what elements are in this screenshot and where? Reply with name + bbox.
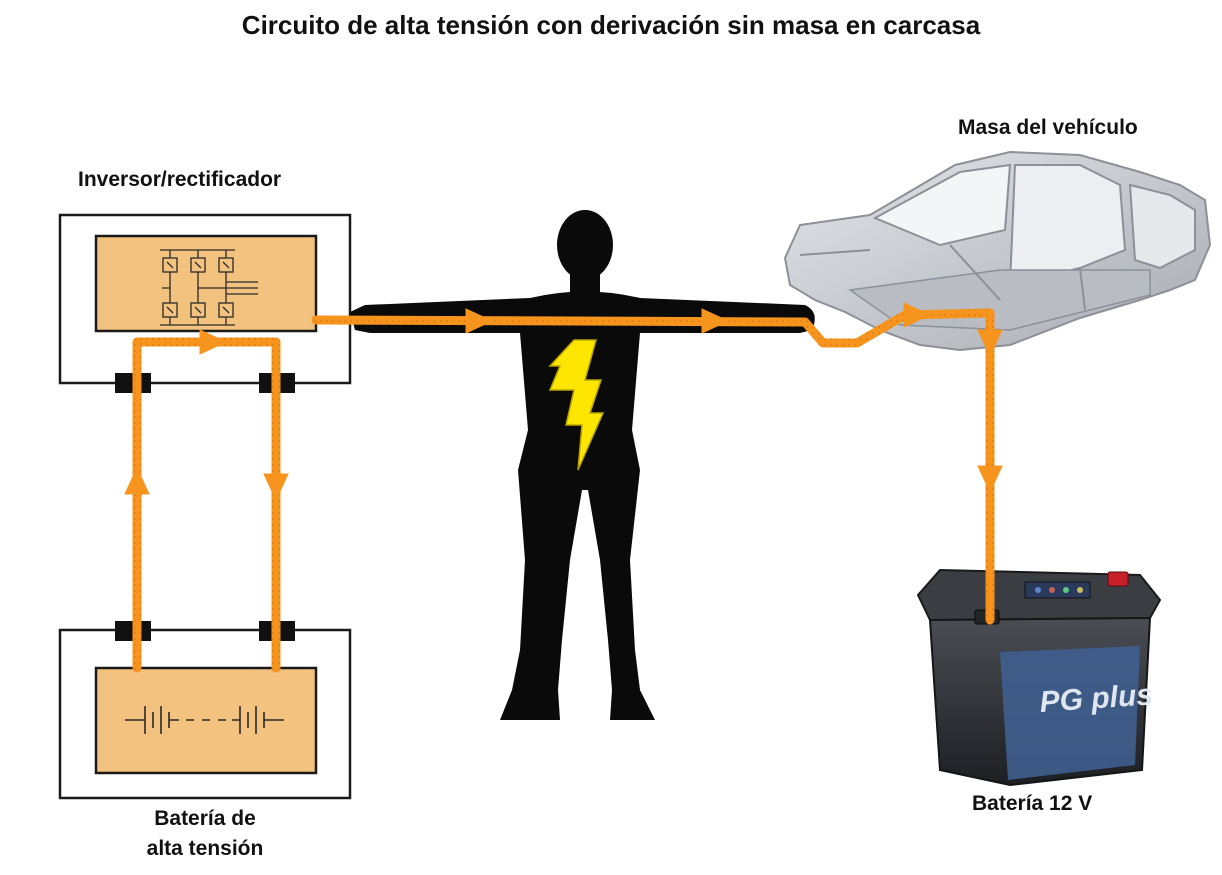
arrow-right-right-arm [701,308,730,334]
hv-battery-unit [58,621,352,800]
arrow-down-battery [977,465,1003,494]
inverter-module [94,234,318,333]
battery-12v-terminal-positive [1107,571,1129,587]
arrow-up-left [124,466,150,495]
arrow-right-left-arm [465,308,494,334]
arrow-down-car [977,329,1003,358]
hv-battery-label-line2: alta tensión [146,837,264,860]
current-direction-arrows [124,302,1003,502]
human-silhouette-icon [350,210,815,720]
car-body-in-white-icon [783,150,1212,352]
inverter-unit [58,213,352,393]
battery-cells-icon [125,706,284,734]
car-windshield-frame [872,163,1012,247]
lightning-bolt-icon [548,339,605,471]
battery-12v-label: Batería 12 V [972,792,1093,815]
battery-12v-vent-cap [1024,581,1091,599]
igbt-bridge-icon [160,249,258,326]
battery-12v-brand: PG plus [1039,678,1154,719]
arrow-right-inverter [199,329,228,355]
page-title: Circuito de alta tensión con derivación … [241,10,981,40]
hv-battery-label: Batería de alta tensión [100,804,310,864]
car-rear-frame [1128,183,1196,270]
inverter-label: Inversor/rectificador [78,168,282,191]
hv-battery-label-line1: Batería de [154,807,256,830]
vehicle-ground-label: Masa del vehículo [958,116,1138,139]
arrow-down-right [263,473,289,502]
car-battery-icon: PG plus [916,568,1162,787]
arrow-right-car [903,302,932,328]
battery-12v-label [1000,646,1140,780]
